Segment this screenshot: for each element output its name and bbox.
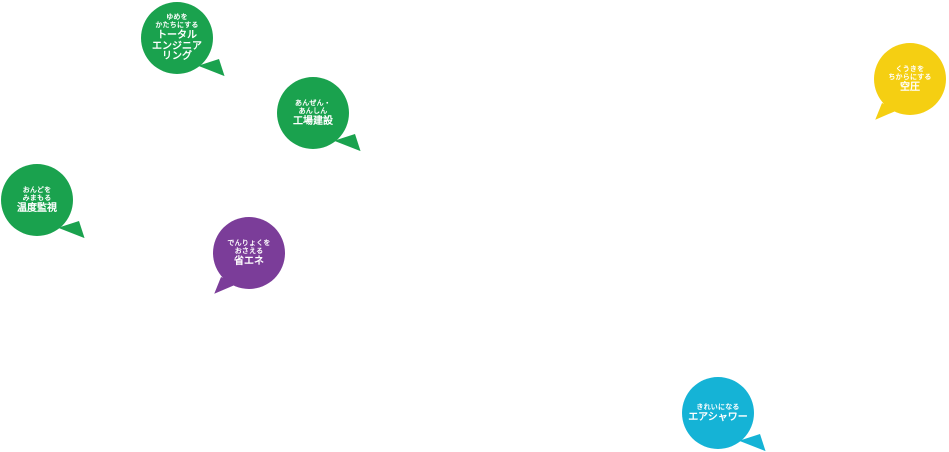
bubble-circle [874, 43, 946, 115]
bubble-circle [277, 77, 349, 149]
bubble-kana: ゆめを かたちにする [155, 13, 199, 30]
bubble-title: エアシャワー [688, 411, 748, 423]
bubble-label: きれいになる エアシャワー [682, 377, 754, 449]
bubble-kana: くうきを ちからにする [888, 64, 932, 81]
bubble-title: トータル エンジニア リング [152, 30, 202, 63]
bubble-circle [1, 164, 73, 236]
bubble-title: 温度監視 [17, 202, 57, 214]
bubble-pneumatics[interactable]: くうきを ちからにする 空圧 [874, 43, 946, 127]
bubble-label: あんぜん・ あんしん 工場建設 [277, 77, 349, 149]
bubble-kana: きれいになる [696, 402, 740, 411]
bubble-title: 省エネ [234, 255, 264, 267]
bubble-label: くうきを ちからにする 空圧 [874, 43, 946, 115]
bubble-total-engineering[interactable]: ゆめを かたちにする トータル エンジニア リング [141, 2, 225, 83]
bubble-circle [682, 377, 754, 449]
bubble-label: おんどを みまもる 温度監視 [1, 164, 73, 236]
bubble-air-shower[interactable]: きれいになる エアシャワー [682, 377, 766, 452]
bubble-factory-construction[interactable]: あんぜん・ あんしん 工場建設 [277, 77, 361, 158]
bubble-circle [141, 2, 213, 74]
bubble-label: でんりょくを おさえる 省エネ [213, 217, 285, 289]
bubble-kana: でんりょくを おさえる [227, 238, 271, 255]
bubble-label: ゆめを かたちにする トータル エンジニア リング [141, 2, 213, 74]
bubble-kana: あんぜん・ あんしん [295, 98, 331, 115]
bubble-title: 工場建設 [293, 115, 333, 127]
bubble-energy-saving[interactable]: でんりょくを おさえる 省エネ [213, 217, 285, 301]
bubble-title: 空圧 [900, 81, 920, 93]
bubble-temperature-monitoring[interactable]: おんどを みまもる 温度監視 [1, 164, 85, 245]
bubble-kana: おんどを みまもる [22, 185, 52, 202]
bubble-circle [213, 217, 285, 289]
